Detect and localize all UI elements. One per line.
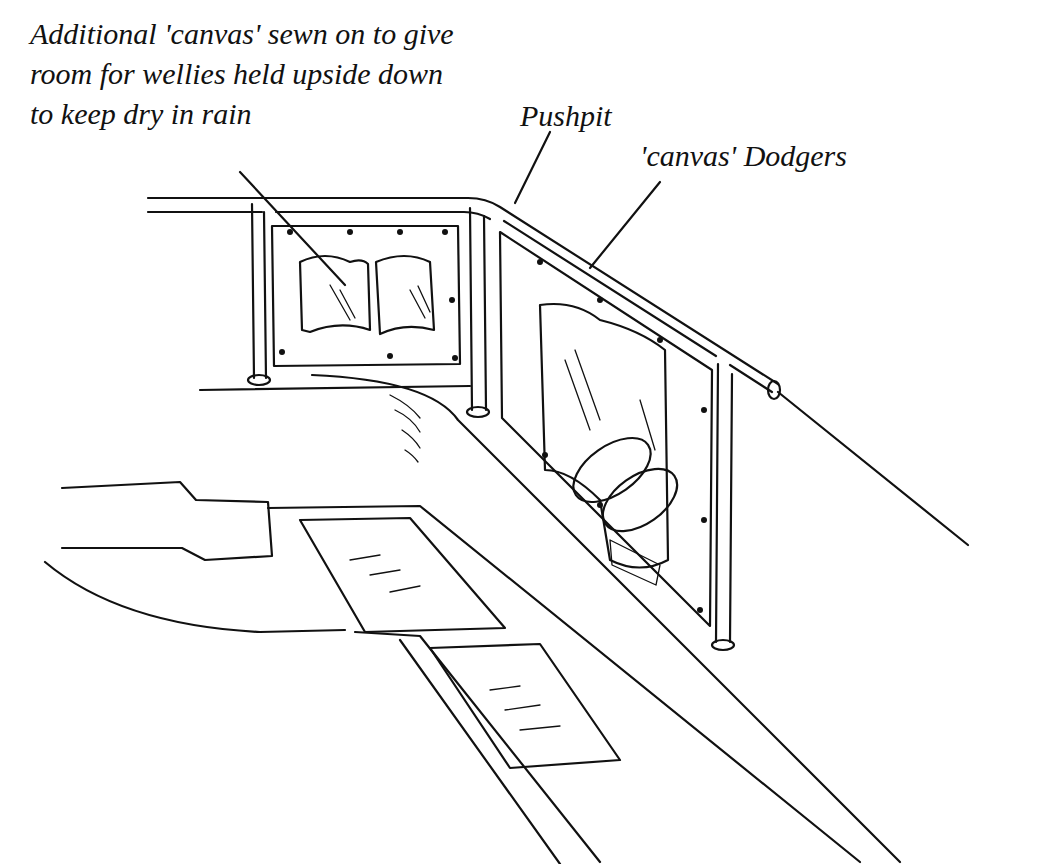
welly-pocket xyxy=(300,256,370,332)
pushpit-rail xyxy=(148,212,772,392)
lacing-dot xyxy=(397,229,403,235)
tiller-block xyxy=(62,482,272,560)
lacing-dot xyxy=(597,297,603,303)
hatch xyxy=(300,518,505,632)
part-label: 'canvas' Dodgers xyxy=(640,136,900,176)
welly-pocket xyxy=(540,304,668,568)
deck-edge xyxy=(200,386,470,390)
lacing-dot xyxy=(387,353,393,359)
pocket-fold xyxy=(565,350,655,450)
leader-line xyxy=(590,182,660,268)
welly-sole xyxy=(592,456,688,543)
lacing-dot xyxy=(347,229,353,235)
lacing-dot xyxy=(701,517,707,523)
cockpit-curve xyxy=(45,562,345,632)
note-text: Additional 'canvas' sewn on to give room… xyxy=(30,14,470,134)
lacing-dot xyxy=(537,259,543,265)
lacing-dot xyxy=(452,355,458,361)
lacing-dot xyxy=(287,229,293,235)
lacing-dot xyxy=(442,229,448,235)
guard-wire xyxy=(778,392,968,545)
lacing-dot xyxy=(697,607,703,613)
hatch-shading xyxy=(490,686,560,730)
rail-end xyxy=(768,381,780,399)
stanchion-foot xyxy=(467,407,489,417)
lacing-dot xyxy=(279,349,285,355)
leader-line xyxy=(515,132,550,203)
coaming-shading xyxy=(390,395,420,462)
dodger-panel xyxy=(272,226,460,366)
coaming xyxy=(312,375,900,862)
hatch xyxy=(430,644,620,768)
welly-pocket xyxy=(376,256,434,334)
hatch-shading xyxy=(350,555,420,592)
stanchion xyxy=(716,364,732,642)
stanchion-foot xyxy=(248,375,270,385)
seat-edge xyxy=(400,640,560,864)
lacing-dot xyxy=(449,297,455,303)
stanchion xyxy=(470,208,486,410)
pushpit-rail xyxy=(148,198,778,384)
stanchion-foot xyxy=(712,640,734,650)
seat-edge xyxy=(268,506,860,862)
lacing-dot xyxy=(657,337,663,343)
part-label: Pushpit xyxy=(520,96,660,136)
pocket-fold xyxy=(410,286,430,318)
stanchion xyxy=(252,204,266,378)
lacing-dot xyxy=(701,407,707,413)
leader-line xyxy=(240,172,345,285)
pocket-fold xyxy=(330,285,355,320)
